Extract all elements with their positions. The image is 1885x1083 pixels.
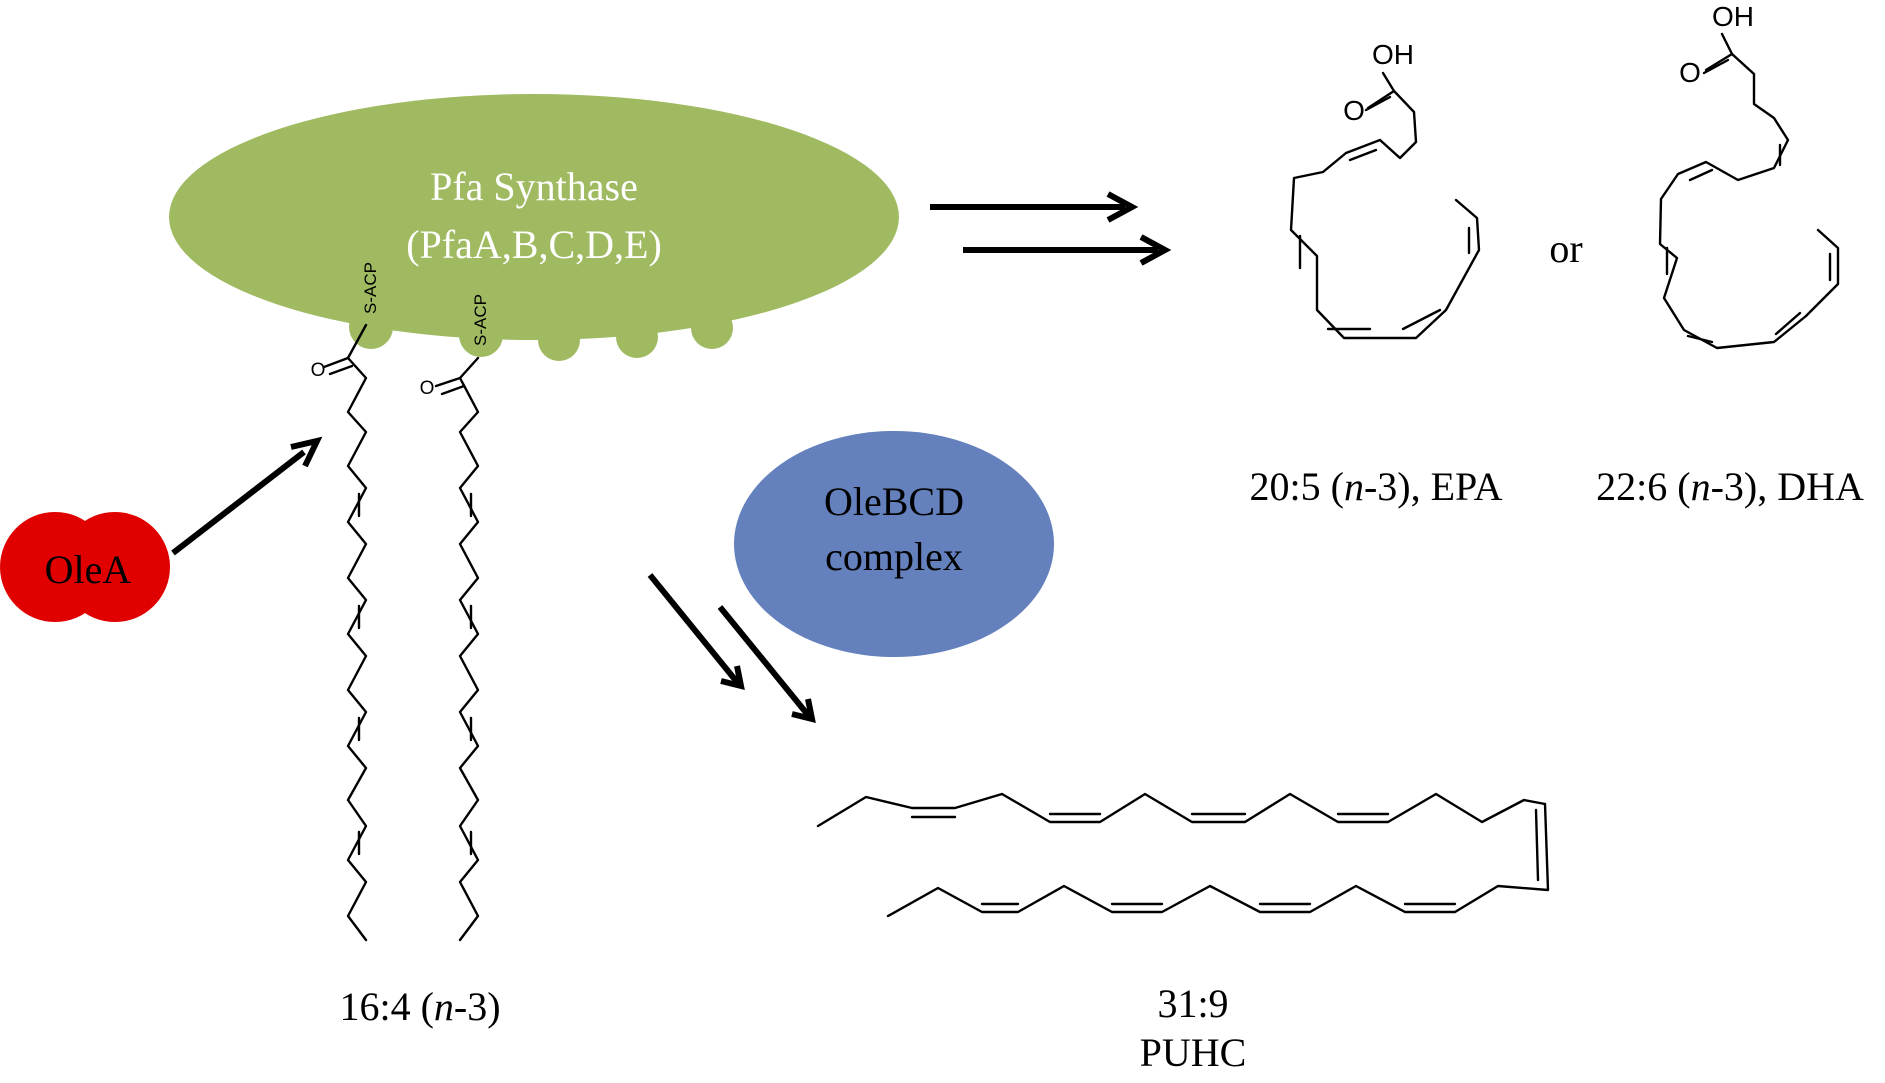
- dha-carbonyl-oxygen: O: [1679, 57, 1701, 88]
- dha-structure: OH O: [1658, 1, 1840, 350]
- pfa-synthase-ellipse: [169, 94, 899, 340]
- puhc-label: PUHC: [1140, 1030, 1247, 1075]
- olebcd-complex: OleBCD complex: [734, 431, 1054, 657]
- dha-label: 22:6 (n-3), DHA: [1596, 464, 1864, 509]
- acp-label-2: S-ACP: [471, 294, 490, 346]
- acyl-chain-2: S-ACP O: [420, 294, 490, 942]
- olea-loading-arrow: [171, 436, 323, 556]
- carbonyl-oxygen-2: O: [420, 378, 435, 399]
- acp-label-1: S-ACP: [361, 262, 380, 314]
- pfa-synthase-title: Pfa Synthase: [430, 164, 638, 209]
- epa-carbonyl-oxygen: O: [1343, 95, 1365, 126]
- acyl-chain-1: S-ACP O: [311, 262, 380, 942]
- epa-hydroxyl: OH: [1372, 39, 1414, 70]
- carbonyl-oxygen-1: O: [311, 360, 326, 381]
- olebcd-subtitle: complex: [825, 534, 963, 579]
- pfa-synthase-subunits: (PfaA,B,C,D,E): [406, 222, 662, 267]
- epa-structure: OH O: [1289, 39, 1481, 340]
- olea-label: OleA: [45, 547, 132, 592]
- olebcd-title: OleBCD: [824, 479, 964, 524]
- dha-hydroxyl: OH: [1712, 1, 1754, 32]
- pfa-product-arrows: [930, 191, 1172, 266]
- pfa-synthase-enzyme: Pfa Synthase (PfaA,B,C,D,E): [169, 94, 899, 361]
- intermediate-label: 16:4 (n-3): [339, 984, 500, 1029]
- or-label: or: [1549, 226, 1582, 271]
- olea-enzyme: OleA: [0, 512, 170, 622]
- puhc-carbon-count: 31:9: [1157, 981, 1228, 1026]
- epa-label: 20:5 (n-3), EPA: [1250, 464, 1503, 509]
- puhc-structure: [816, 792, 1550, 918]
- olebcd-product-arrows: [647, 573, 816, 724]
